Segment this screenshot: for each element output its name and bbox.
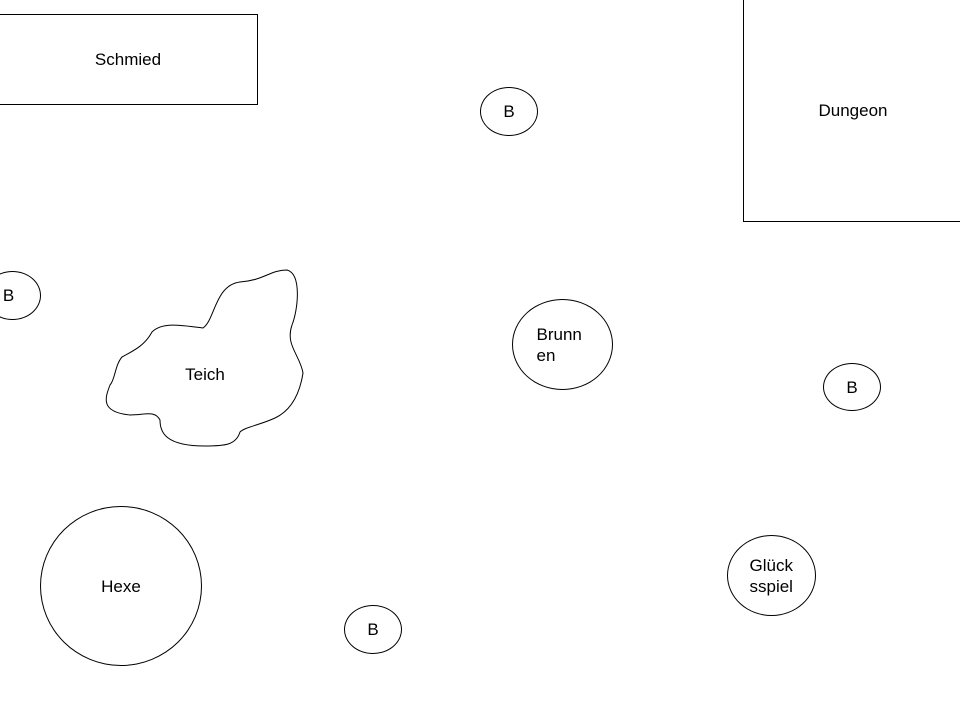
gluecksspiel-circle: Glücksspiel — [727, 535, 816, 616]
brunnen-circle: Brunnen — [512, 299, 613, 390]
schmied-label: Schmied — [94, 50, 162, 69]
brunnen-label: Brunnen — [536, 324, 582, 365]
b-circle-top: B — [480, 87, 538, 136]
b-circle-bottom: B — [344, 605, 402, 654]
gluecksspiel-label: Glücksspiel — [749, 555, 793, 596]
b-label-bottom: B — [367, 620, 379, 639]
b-label-top: B — [503, 102, 515, 121]
hexe-label: Hexe — [101, 576, 141, 596]
dungeon-label: Dungeon — [818, 100, 888, 120]
b-circle-right: B — [823, 363, 881, 411]
dungeon-box: Dungeon — [743, 0, 960, 222]
b-label-left: B — [2, 286, 15, 305]
teich-label: Teich — [185, 365, 225, 384]
hexe-circle: Hexe — [40, 506, 202, 666]
b-label-right: B — [846, 377, 858, 397]
schmied-box: Schmied — [0, 14, 258, 105]
